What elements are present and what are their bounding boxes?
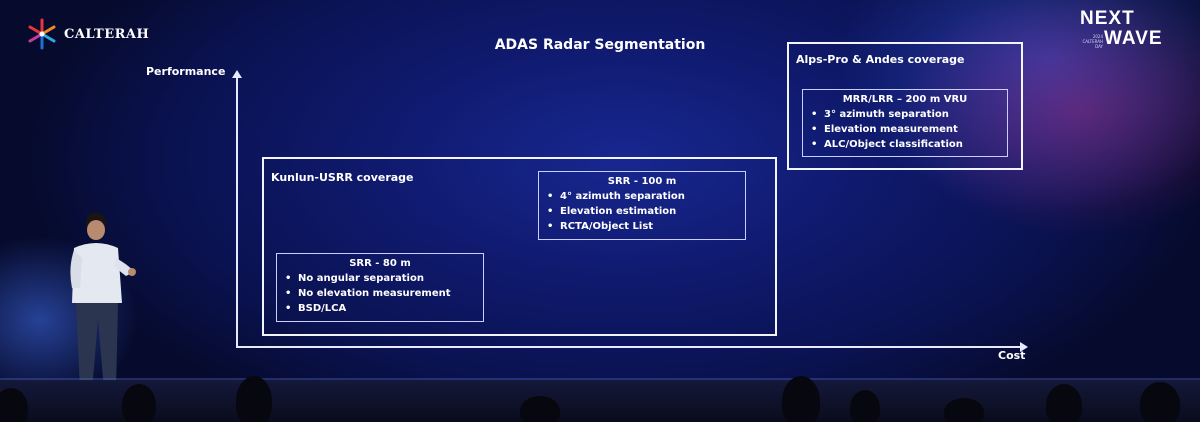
- spec-bullet: ALC/Object classification: [811, 137, 999, 152]
- stage-floor: [0, 380, 1200, 422]
- alps-andes-coverage-box: Alps-Pro & Andes coverage: [787, 42, 1023, 170]
- spec-bullet-list: 4° azimuth separation Elevation estimati…: [547, 189, 737, 234]
- y-axis-label: Performance: [146, 65, 226, 78]
- spec-heading: SRR - 100 m: [607, 176, 677, 187]
- kunlun-coverage-box: Kunlun-USRR coverage: [262, 157, 777, 336]
- spec-bullet: 4° azimuth separation: [547, 189, 737, 204]
- spec-bullet: BSD/LCA: [285, 301, 475, 316]
- spec-bullet-list: 3° azimuth separation Elevation measurem…: [811, 107, 999, 152]
- audience-head: [520, 396, 560, 422]
- calterah-star-icon: [28, 18, 56, 50]
- x-axis-arrow-icon: [1020, 342, 1028, 352]
- mrr-lrr-spec-box: MRR/LRR – 200 m VRU 3° azimuth separatio…: [802, 89, 1008, 157]
- kunlun-coverage-title: Kunlun-USRR coverage: [271, 171, 414, 184]
- srr-80m-spec-box: SRR - 80 m No angular separation No elev…: [276, 253, 484, 322]
- y-axis-arrow-icon: [232, 70, 242, 78]
- calterah-logo: CALTERAH: [26, 18, 149, 50]
- event-logo-bottom: WAVE: [1104, 28, 1163, 49]
- x-axis-line: [236, 346, 1022, 348]
- srr-100m-spec-box: SRR - 100 m 4° azimuth separation Elevat…: [538, 171, 746, 240]
- spec-heading: SRR - 80 m: [349, 258, 411, 269]
- spec-bullet: 3° azimuth separation: [811, 107, 999, 122]
- audience-head: [122, 384, 156, 422]
- spec-bullet: RCTA/Object List: [547, 219, 737, 234]
- spec-bullet: Elevation estimation: [547, 204, 737, 219]
- stage-edge: [0, 378, 1200, 381]
- event-logo-top: NEXT: [1080, 8, 1135, 29]
- alps-andes-coverage-title: Alps-Pro & Andes coverage: [796, 53, 965, 66]
- audience-head: [236, 376, 272, 422]
- audience-head: [1140, 382, 1180, 422]
- audience-head: [850, 390, 880, 422]
- spec-bullet-list: No angular separation No elevation measu…: [285, 271, 475, 316]
- presenter-figure: [70, 212, 136, 394]
- spec-bullet: No elevation measurement: [285, 286, 475, 301]
- logo-text: CALTERAH: [64, 26, 150, 42]
- event-logo-sub: 2024 CALTERAH DAY: [1082, 34, 1103, 49]
- y-axis-line: [236, 76, 238, 347]
- audience-head: [944, 398, 984, 422]
- event-logo: NEXT 2024 CALTERAH DAY WAVE: [1076, 8, 1176, 54]
- spec-bullet: Elevation measurement: [811, 122, 999, 137]
- slide-title: ADAS Radar Segmentation: [494, 37, 706, 53]
- audience-head: [782, 376, 820, 422]
- audience-head: [0, 388, 28, 422]
- spec-bullet: No angular separation: [285, 271, 475, 286]
- audience-head: [1046, 384, 1082, 422]
- spec-heading: MRR/LRR – 200 m VRU: [842, 94, 968, 105]
- x-axis-label: Cost: [998, 349, 1026, 362]
